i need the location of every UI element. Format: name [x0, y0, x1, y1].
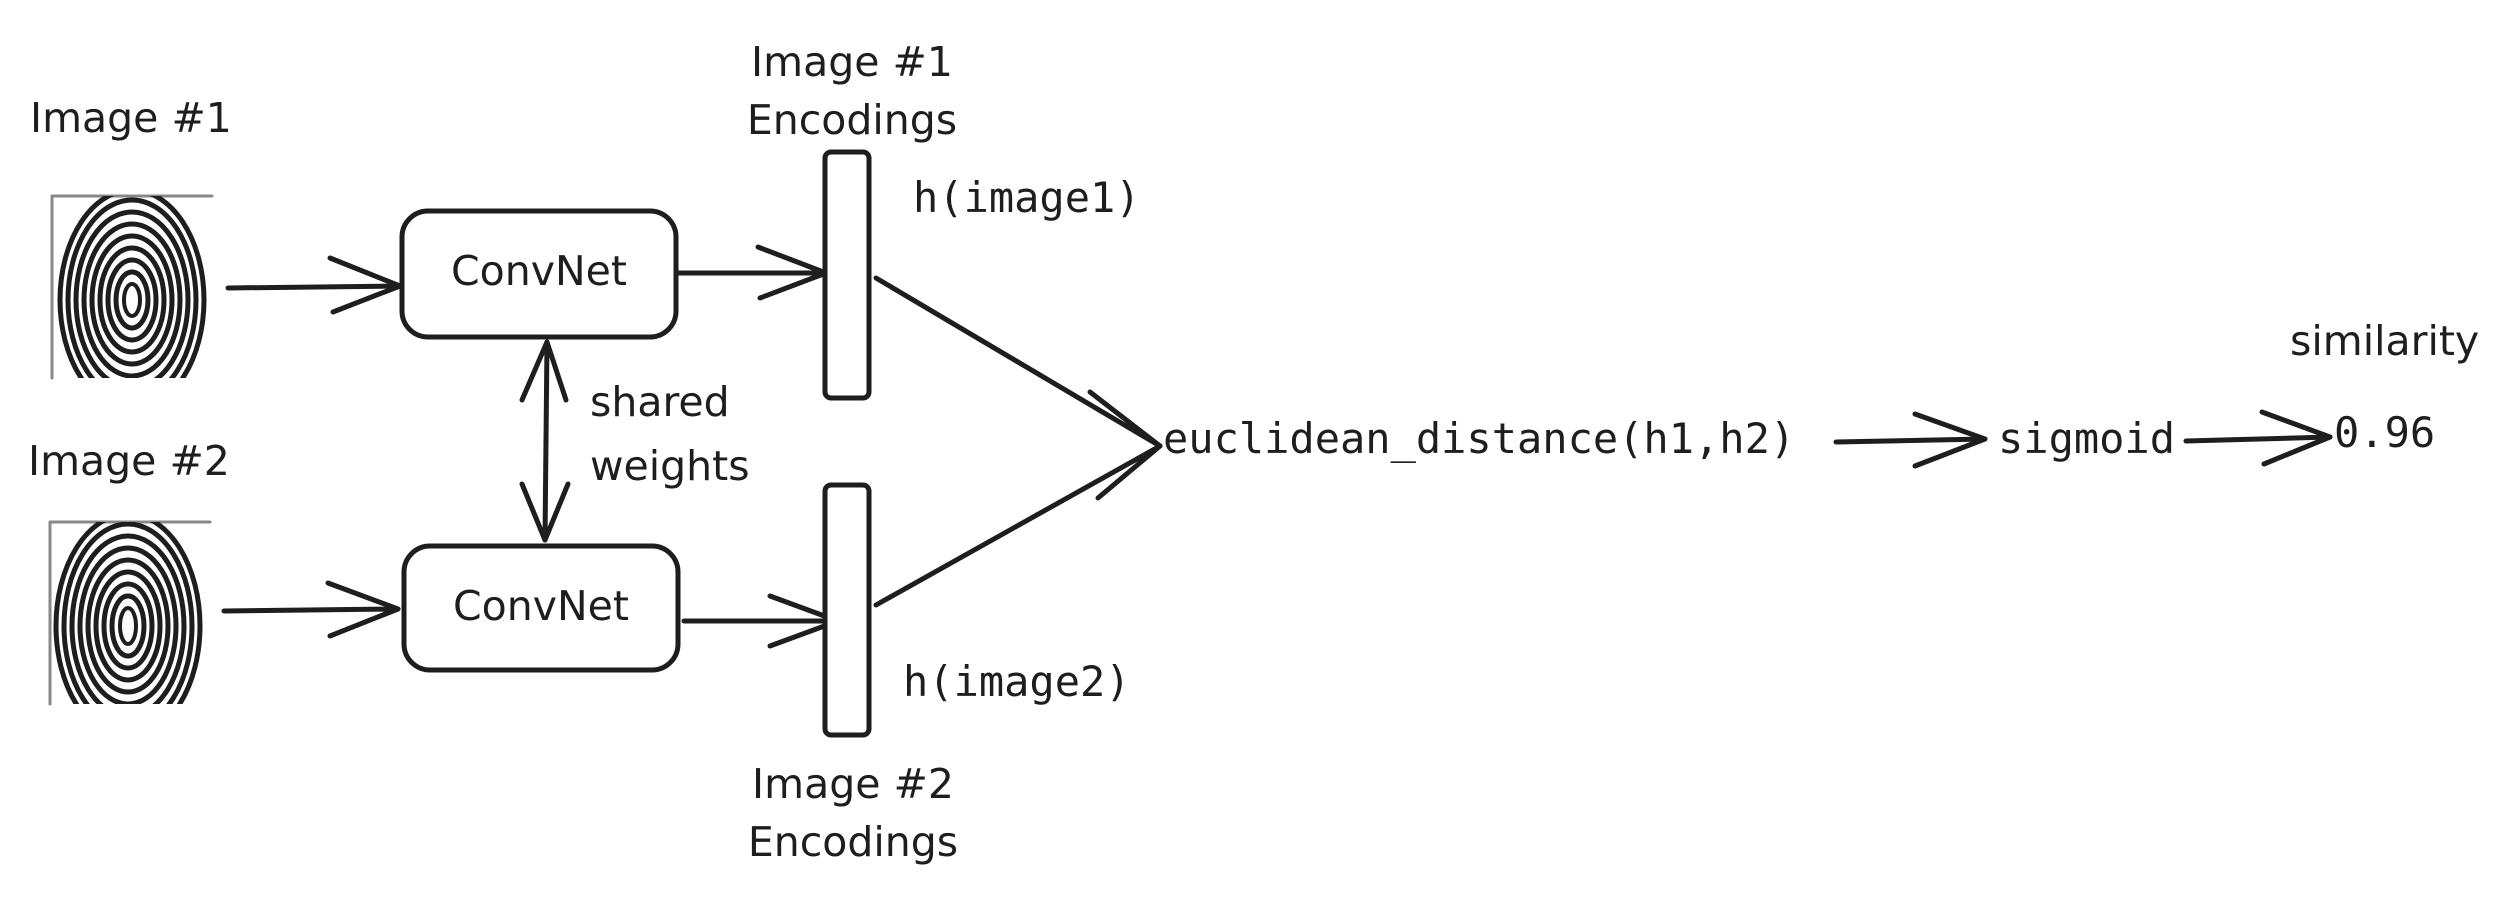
convnet-top: ConvNet [399, 208, 679, 340]
shared-weights-line2: weights [590, 442, 750, 490]
arrow-encoding-bottom-to-distance [873, 443, 1163, 608]
arrow-image1-to-convnet [225, 255, 403, 315]
arrow-encoding-top-to-distance [873, 275, 1163, 449]
encoding-bottom-title-line2: Encodings [748, 818, 958, 866]
similarity-label: similarity [2290, 317, 2479, 365]
sigmoid-label: sigmoid [1998, 414, 2175, 463]
convnet-bottom: ConvNet [401, 543, 681, 673]
image2-label: Image #2 [28, 437, 230, 485]
convnet-top-label: ConvNet [451, 247, 627, 295]
arrow-image2-to-convnet [221, 580, 401, 639]
arrow-convnet-top-to-encoding [673, 244, 829, 301]
encoding-bottom-formula: h(image2) [903, 657, 1131, 706]
encoding-top-formula: h(image1) [913, 173, 1141, 222]
arrow-distance-to-sigmoid [1833, 411, 1988, 469]
shared-weights-arrow [519, 339, 571, 543]
arrow-convnet-bottom-to-encoding [681, 593, 841, 649]
shared-weights-line1: shared [590, 378, 730, 426]
similarity-value: 0.96 [2334, 408, 2435, 457]
fingerprint-image-2 [48, 520, 212, 706]
encoding-bar-bottom [822, 482, 872, 738]
arrow-sigmoid-to-output [2183, 409, 2333, 467]
euclidean-distance-label: euclidean_distance(h1,h2) [1163, 414, 1795, 463]
image1-label: Image #1 [30, 94, 232, 142]
convnet-bottom-label: ConvNet [453, 582, 629, 630]
encoding-top-title-line2: Encodings [747, 96, 957, 144]
arrowhead-distance [1087, 389, 1163, 501]
encoding-top-title-line1: Image #1 [751, 38, 953, 86]
encoding-bar-top [822, 149, 872, 401]
encoding-bottom-title-line1: Image #2 [752, 760, 954, 808]
fingerprint-image-1 [50, 194, 214, 380]
